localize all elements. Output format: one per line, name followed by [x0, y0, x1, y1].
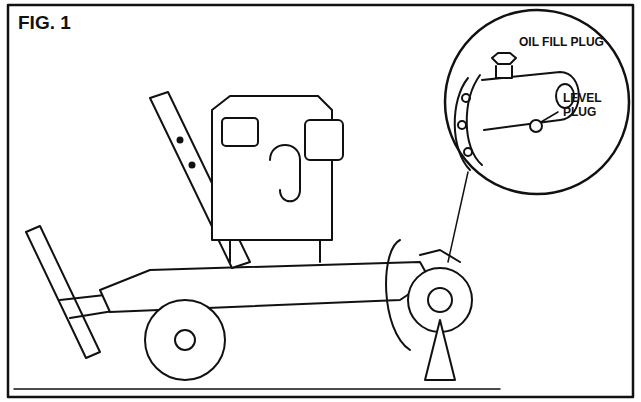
level-plug [530, 120, 542, 132]
detail-circle [445, 10, 629, 194]
wheel-hub [175, 330, 195, 350]
gear-hub [428, 288, 452, 312]
bolt [458, 121, 466, 129]
housing-top [420, 250, 460, 262]
bolt [462, 94, 470, 102]
front-bar [26, 226, 100, 358]
chassis [100, 262, 430, 312]
part-label: LEVEL PLUG [563, 92, 611, 120]
plug-neck [496, 66, 512, 78]
muffler [270, 145, 300, 201]
wheel [145, 300, 225, 380]
ground-line [14, 388, 500, 390]
bolt [464, 148, 472, 156]
part-label: OIL FILL PLUG [519, 36, 604, 50]
handle-hole [178, 138, 183, 143]
engine-housing [212, 96, 332, 240]
callout-leader [448, 172, 468, 262]
flange-inner [467, 75, 482, 165]
frame [8, 5, 633, 397]
engine-part [222, 118, 258, 146]
oil-fill-plug [492, 53, 516, 64]
blade [425, 320, 455, 380]
guard [386, 240, 410, 350]
air-cleaner [305, 120, 343, 160]
engine-mount [230, 240, 320, 262]
leader-line [541, 112, 558, 122]
figure-title: FIG. 1 [18, 12, 71, 34]
handle-hole [190, 163, 195, 168]
